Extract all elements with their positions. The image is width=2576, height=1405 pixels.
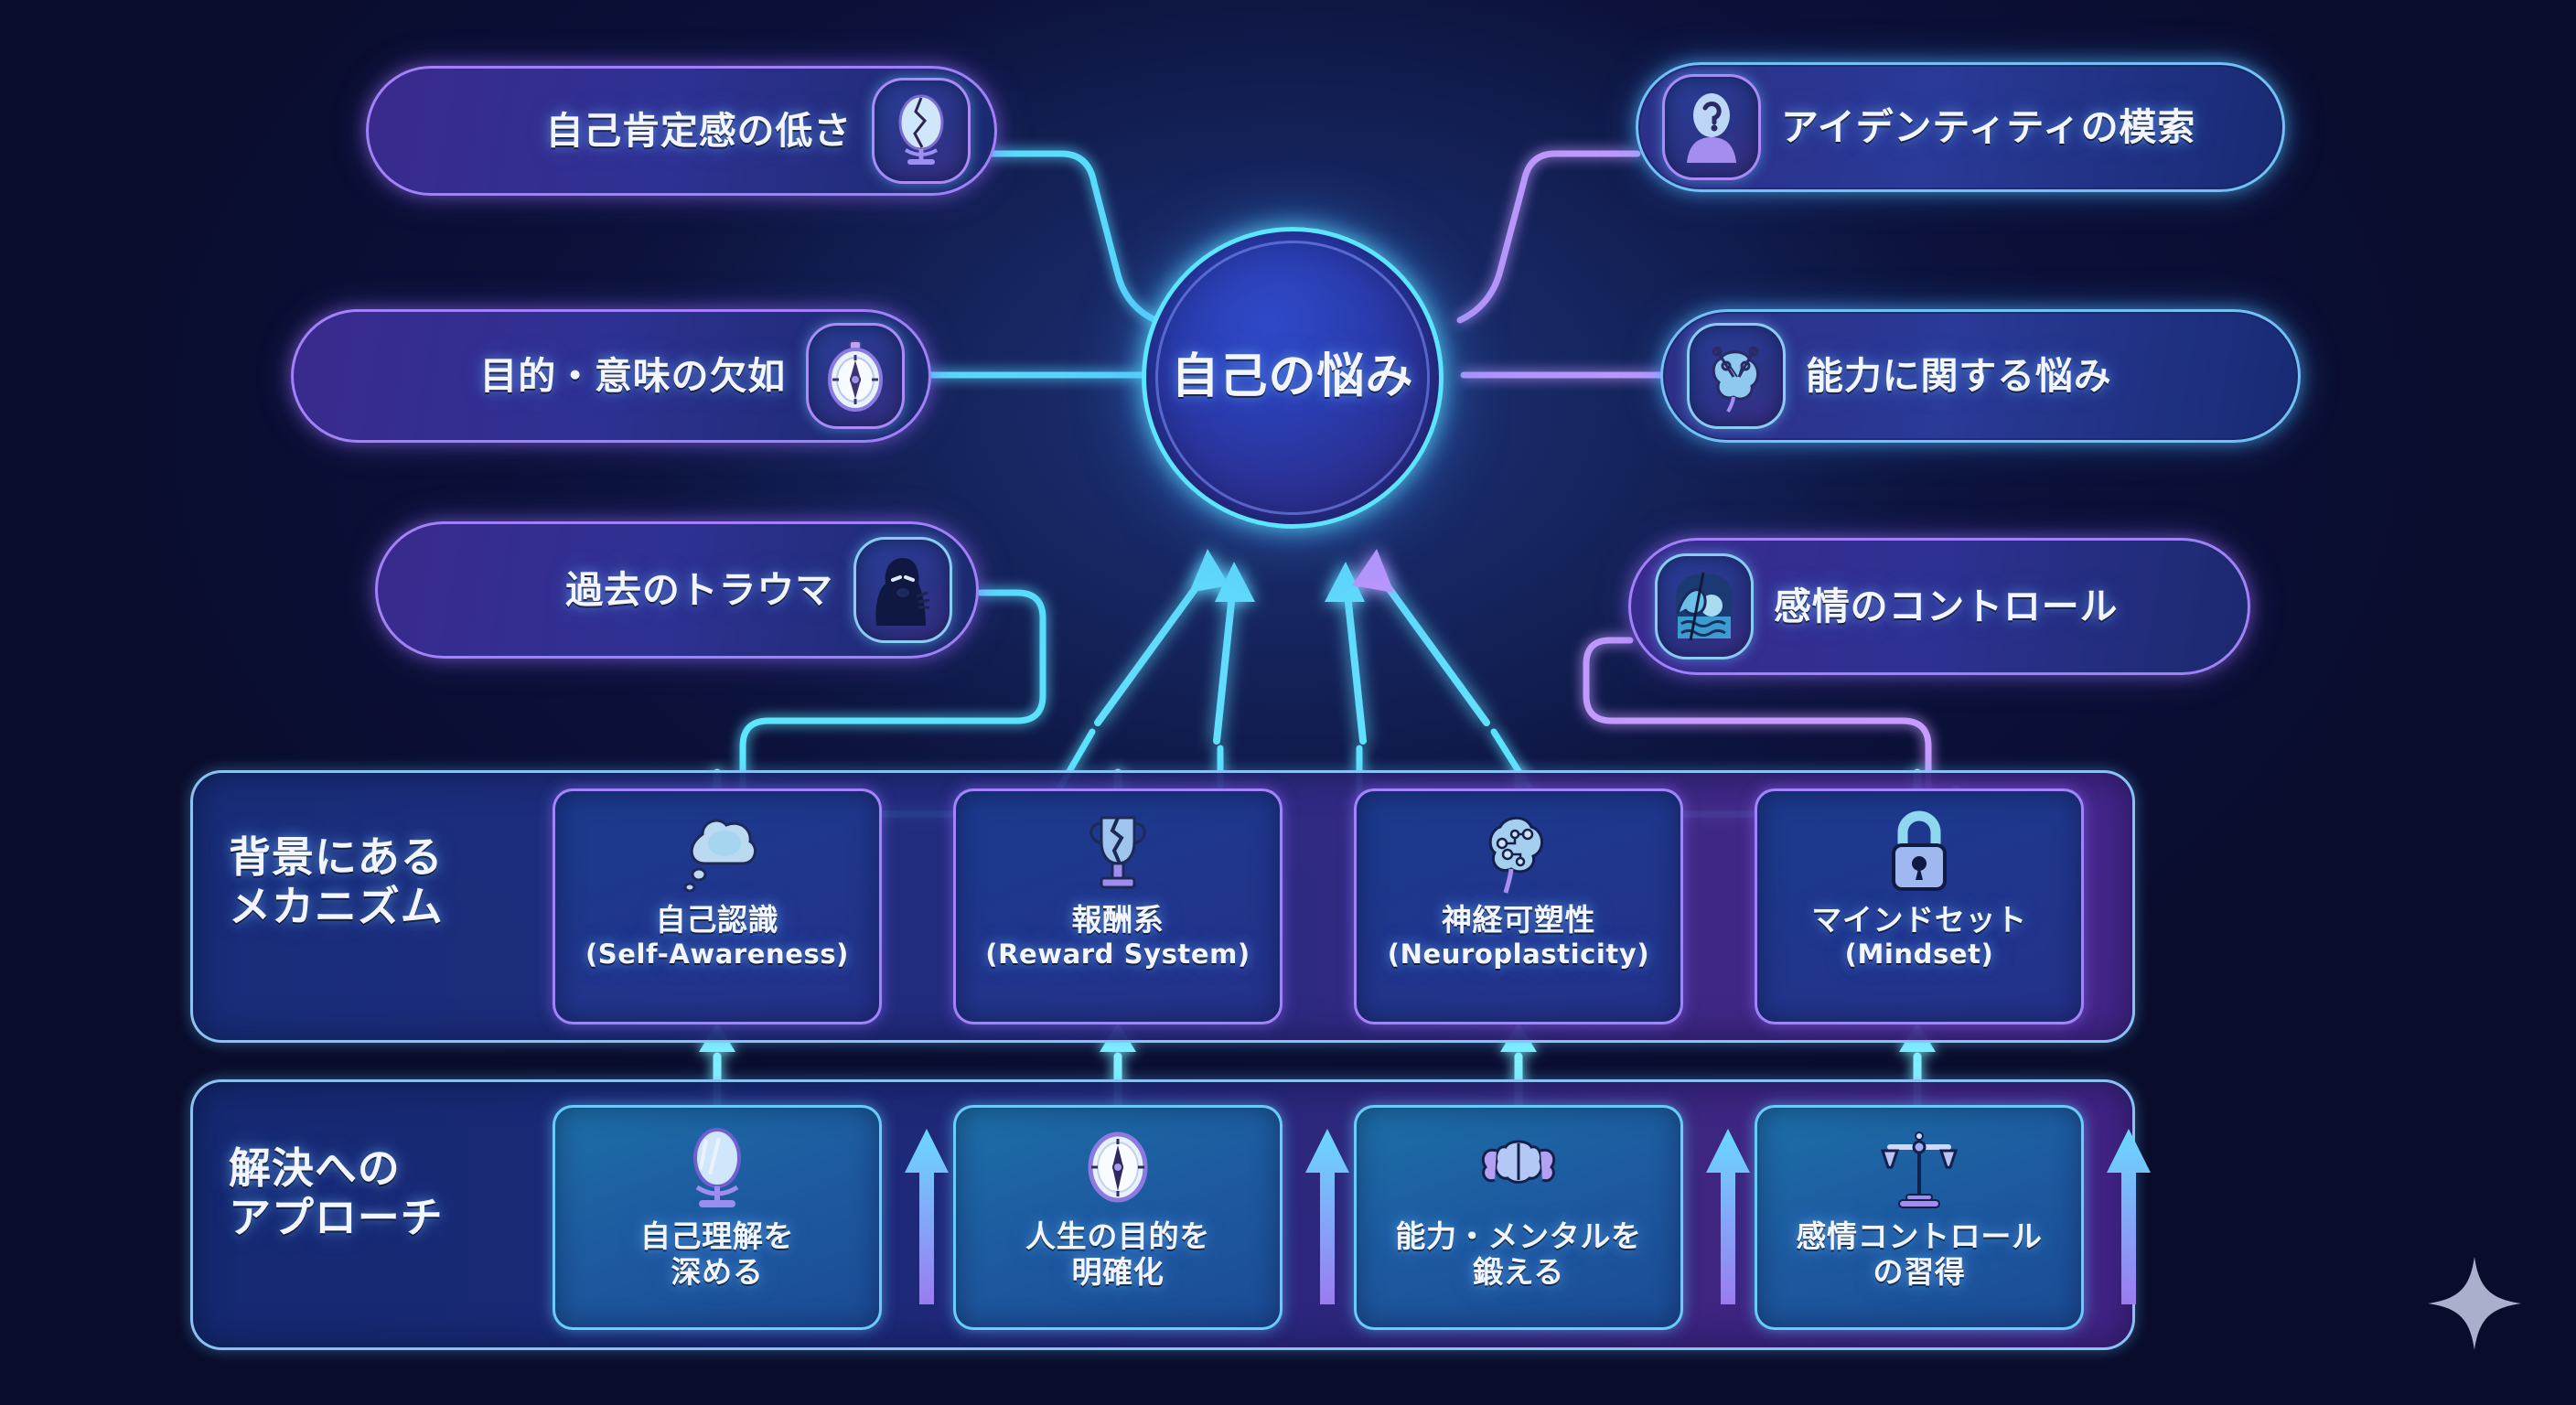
neural-brain-icon: [1475, 804, 1562, 901]
wave-sun-icon: [1655, 553, 1754, 660]
satellite-node-emotion[interactable]: 感情のコントロール: [1628, 538, 2250, 675]
mirror-icon: [673, 1121, 761, 1217]
question-person-icon: [1662, 74, 1761, 180]
broken-mirror-icon: [872, 78, 971, 184]
solution-card-title: 感情コントロール の習得: [1796, 1218, 2043, 1290]
up-arrow-icon: [2107, 1129, 2151, 1304]
mechanism-card-subtitle: (Mindset): [1844, 938, 1994, 970]
four-point-star-icon: [2428, 1257, 2521, 1350]
solution-card-title: 自己理解を 深める: [639, 1218, 795, 1290]
chained-brain-icon: [1687, 323, 1786, 429]
up-arrow-icon: [905, 1129, 949, 1304]
solution-card-train-ability[interactable]: 能力・メンタルを 鍛える: [1354, 1105, 1683, 1330]
center-node-label: 自己の悩み: [1171, 349, 1414, 405]
solution-card-emotion-mastery[interactable]: 感情コントロール の習得: [1755, 1105, 2084, 1330]
solution-card-life-purpose[interactable]: 人生の目的を 明確化: [953, 1105, 1283, 1330]
satellite-node-trauma[interactable]: 過去のトラウマ: [375, 521, 979, 659]
satellite-label: アイデンティティの模索: [1781, 104, 2196, 149]
solution-card-title: 人生の目的を 明確化: [1025, 1218, 1210, 1290]
satellite-label: 目的・意味の欠如: [479, 353, 786, 398]
mechanism-card-title: 報酬系: [1071, 902, 1165, 938]
mechanism-card-subtitle: (Neuroplasticity): [1387, 938, 1650, 970]
hub-ring: [1155, 241, 1430, 515]
satellite-node-self-esteem[interactable]: 自己肯定感の低さ: [366, 66, 997, 196]
solution-row-label: 解決への アプローチ: [229, 1143, 444, 1243]
mechanism-card-title: 自己認識: [655, 902, 779, 938]
shadow-figure-icon: [853, 537, 952, 643]
solution-card-self-understanding[interactable]: 自己理解を 深める: [553, 1105, 882, 1330]
mechanism-card-subtitle: (Self-Awareness): [585, 938, 850, 970]
satellite-node-purpose[interactable]: 目的・意味の欠如: [291, 309, 931, 443]
satellite-label: 過去のトラウマ: [565, 567, 833, 612]
satellite-label: 感情のコントロール: [1774, 584, 2119, 628]
lock-icon: [1875, 804, 1963, 901]
satellite-label: 自己肯定感の低さ: [545, 108, 852, 153]
mechanism-card-reward-system[interactable]: 報酬系 (Reward System): [953, 788, 1283, 1024]
satellite-node-identity[interactable]: アイデンティティの模索: [1636, 62, 2285, 192]
up-arrow-icon: [1305, 1129, 1349, 1304]
center-node[interactable]: 自己の悩み: [1142, 227, 1444, 529]
up-arrow-icon: [1706, 1129, 1750, 1304]
mechanism-card-mindset[interactable]: マインドセット (Mindset): [1755, 788, 2084, 1024]
satellite-label: 能力に関する悩み: [1806, 353, 2112, 398]
broken-trophy-icon: [1074, 804, 1162, 901]
flexing-brain-icon: [1475, 1121, 1562, 1217]
thought-cloud-icon: [673, 804, 761, 901]
mechanism-card-subtitle: (Reward System): [985, 938, 1250, 970]
mechanism-card-title: マインドセット: [1811, 902, 2027, 938]
compass-icon: [1074, 1121, 1162, 1217]
mechanism-card-title: 神経可塑性: [1441, 902, 1596, 938]
satellite-node-ability[interactable]: 能力に関する悩み: [1660, 309, 2301, 443]
compass-icon: [806, 323, 905, 429]
solution-card-title: 能力・メンタルを 鍛える: [1395, 1218, 1642, 1290]
mechanism-row-label: 背景にある メカニズム: [229, 832, 444, 932]
mechanism-card-neuroplasticity[interactable]: 神経可塑性 (Neuroplasticity): [1354, 788, 1683, 1024]
mechanism-card-self-awareness[interactable]: 自己認識 (Self-Awareness): [553, 788, 882, 1024]
scales-icon: [1875, 1121, 1963, 1217]
